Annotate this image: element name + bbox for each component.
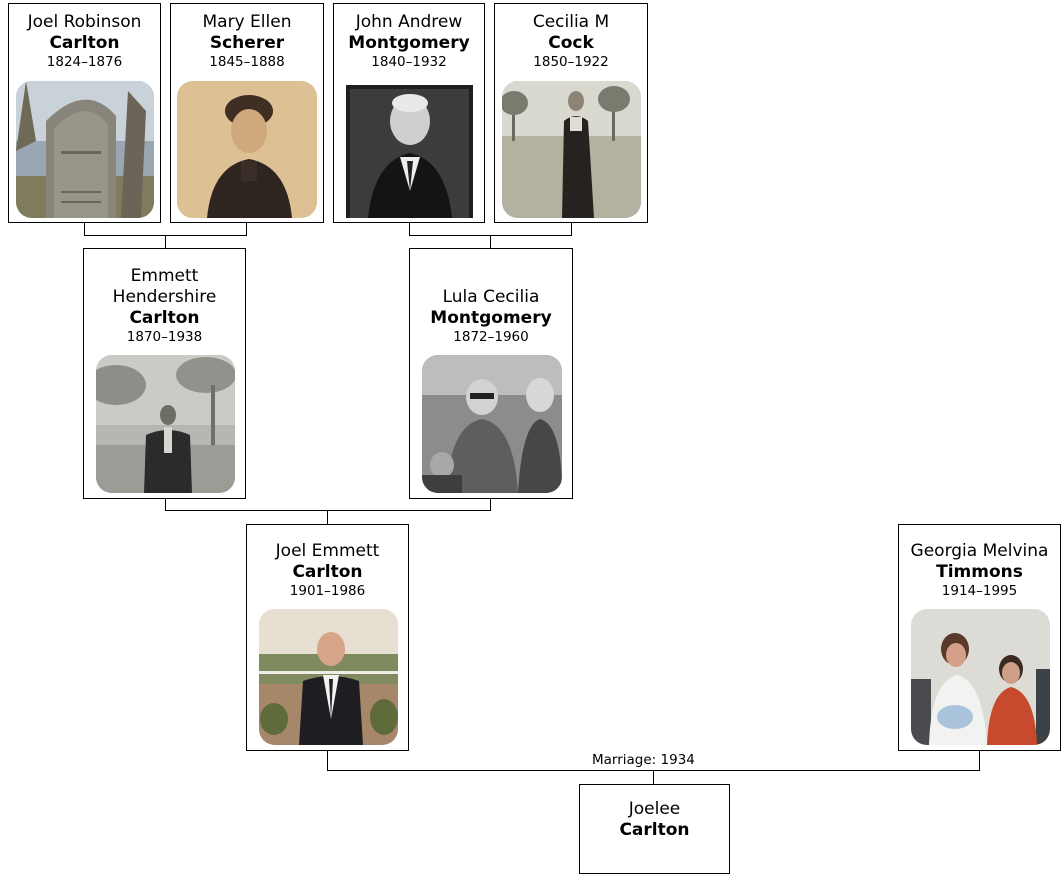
surname: Scherer — [209, 33, 285, 53]
connector-line — [490, 498, 491, 510]
bw-portrait-photo-icon[interactable] — [340, 81, 479, 218]
given-name: John Andrew — [355, 12, 463, 32]
given-name: Joel Emmett — [275, 541, 380, 561]
given-name-middle: Hendershire — [112, 287, 217, 307]
connector-line — [327, 510, 328, 524]
sepia-portrait-photo-icon[interactable] — [177, 81, 317, 218]
surname: Carlton — [292, 562, 363, 582]
given-name: Joelee — [628, 799, 681, 819]
connector-line — [84, 222, 85, 235]
person-card-joel-robinson[interactable]: Joel Robinson Carlton 1824–1876 — [8, 3, 161, 223]
connector-line — [327, 750, 328, 770]
given-name: Mary Ellen — [202, 12, 292, 32]
surname: Carlton — [129, 308, 200, 328]
connector-line — [653, 770, 654, 784]
marriage-label: Marriage: 1934 — [590, 752, 697, 768]
given-name: Lula Cecilia — [442, 287, 540, 307]
life-dates: 1914–1995 — [941, 583, 1018, 599]
gravestone-photo-icon[interactable] — [16, 81, 154, 218]
connector-line — [165, 498, 166, 510]
color-man-photo-icon[interactable] — [259, 609, 398, 745]
connector-line — [409, 222, 410, 235]
surname: Cock — [548, 33, 594, 53]
life-dates: 1872–1960 — [453, 329, 529, 345]
person-card-john-andrew[interactable]: John Andrew Montgomery 1840–1932 — [333, 3, 485, 223]
person-card-georgia-melvina[interactable]: Georgia Melvina Timmons 1914–1995 — [898, 524, 1061, 751]
color-family-photo-icon[interactable] — [911, 609, 1050, 745]
connector-line — [490, 235, 491, 248]
man-in-suit-photo-icon[interactable] — [96, 355, 235, 493]
person-card-emmett-hendershire[interactable]: Emmett Hendershire Carlton 1870–1938 — [83, 248, 246, 499]
connector-line — [165, 235, 166, 248]
connector-line — [571, 222, 572, 235]
life-dates: 1850–1922 — [533, 54, 609, 70]
life-dates: 1845–1888 — [209, 54, 285, 70]
person-card-joelee[interactable]: Joelee Carlton — [579, 784, 730, 874]
given-name: Georgia Melvina — [910, 541, 1049, 561]
connector-line — [165, 510, 491, 511]
given-name: Cecilia M — [532, 12, 610, 32]
person-card-cecilia-m[interactable]: Cecilia M Cock 1850–1922 — [494, 3, 648, 223]
person-card-mary-ellen[interactable]: Mary Ellen Scherer 1845–1888 — [170, 3, 324, 223]
life-dates: 1901–1986 — [289, 583, 366, 599]
life-dates: 1824–1876 — [46, 54, 123, 70]
surname: Carlton — [49, 33, 120, 53]
person-card-joel-emmett[interactable]: Joel Emmett Carlton 1901–1986 — [246, 524, 409, 751]
surname: Carlton — [619, 820, 690, 840]
given-name-first: Emmett — [130, 266, 199, 286]
surname: Montgomery — [430, 308, 552, 328]
given-name: Joel Robinson — [27, 12, 142, 32]
connector-line — [979, 750, 980, 770]
surname: Timmons — [936, 562, 1023, 582]
life-dates: 1870–1938 — [126, 329, 203, 345]
surname: Montgomery — [348, 33, 470, 53]
connector-line — [246, 222, 247, 235]
standing-woman-photo-icon[interactable] — [502, 81, 641, 218]
person-card-lula-cecilia[interactable]: Lula Cecilia Montgomery 1872–1960 — [409, 248, 573, 499]
group-photo-icon[interactable] — [422, 355, 562, 493]
life-dates: 1840–1932 — [371, 54, 447, 70]
